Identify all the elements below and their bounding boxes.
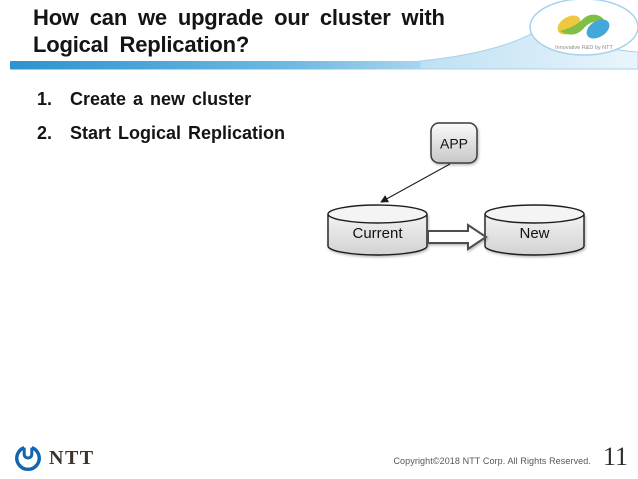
app-node: APP — [430, 122, 478, 164]
swirl-green-icon — [560, 14, 607, 35]
list-item-number: 2. — [37, 123, 53, 143]
current-db-cylinder: Current — [327, 204, 428, 256]
list-item-2: 2. Start Logical Replication — [37, 122, 285, 144]
upgrade-diagram: APP Current New — [327, 122, 585, 256]
list-item-1: 1. Create a new cluster — [37, 88, 285, 110]
swirl-blue-icon — [586, 19, 610, 39]
new-db-label: New — [519, 225, 549, 242]
copyright-text: Copyright©2018 NTT Corp. All Rights Rese… — [393, 456, 591, 466]
app-node-label: APP — [440, 136, 468, 152]
header-decoration: Innovative R&D by NTT — [10, 0, 638, 70]
logo-caption: Innovative R&D by NTT — [555, 45, 613, 51]
current-db-label: Current — [352, 225, 403, 242]
page-number: 11 — [602, 442, 628, 471]
ntt-dynamic-loop-icon — [15, 446, 41, 471]
ntt-wordmark: NTT — [49, 446, 95, 469]
list-item-text: Start Logical Replication — [70, 123, 286, 143]
list-item-number: 1. — [37, 89, 53, 109]
slide-title-line2: Logical Replication? — [33, 32, 250, 57]
slide-title-line1: How can we upgrade our cluster with — [33, 5, 445, 30]
steps-list: 1. Create a new cluster 2. Start Logical… — [37, 88, 285, 156]
new-db-cylinder: New — [484, 204, 585, 256]
innovative-rd-logo: Innovative R&D by NTT — [529, 0, 638, 56]
app-to-current-arrow — [380, 163, 451, 203]
ntt-logo: NTT — [14, 444, 95, 472]
slide-title: How can we upgrade our cluster with Logi… — [33, 4, 445, 58]
list-item-text: Create a new cluster — [70, 89, 252, 109]
replication-arrow-icon — [427, 223, 488, 251]
